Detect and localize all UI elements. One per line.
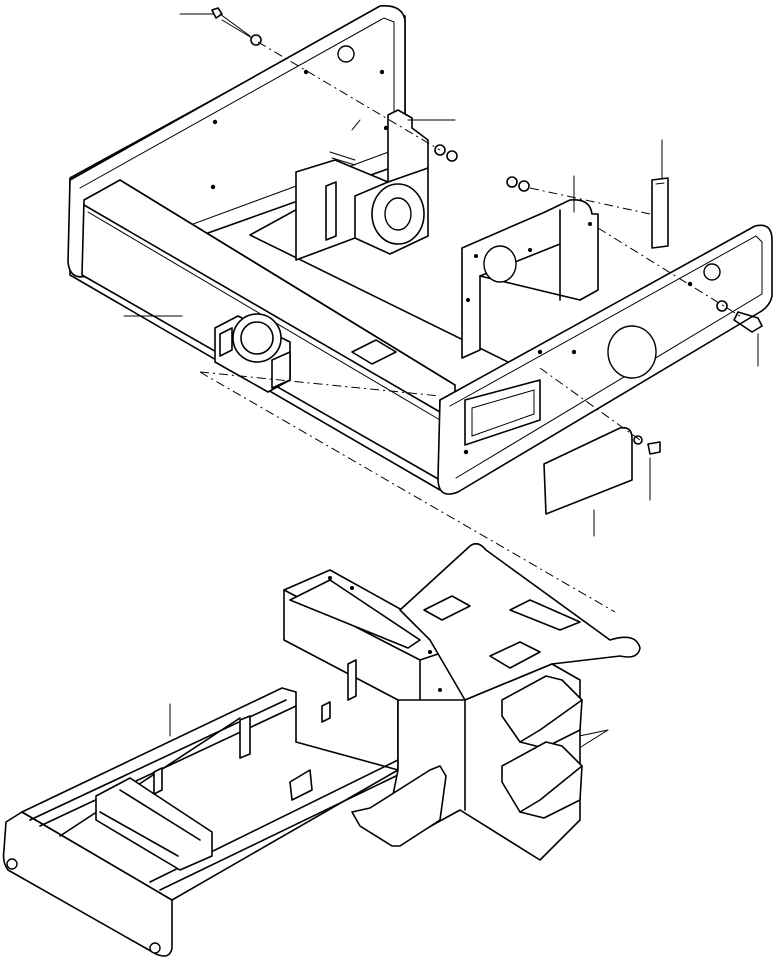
mount-bracket-left [295,109,429,261]
foot-step [351,765,447,847]
front-end-plate [2,811,173,957]
rear-frame-assembly [67,4,773,495]
main-frame-assembly [2,542,641,957]
cover-plate [543,426,633,515]
shim-plate [651,177,669,249]
duct-lower [501,741,583,819]
pivot-bearing [214,313,291,393]
assembly-centerlines [199,41,741,613]
frame-side-rail [21,687,399,901]
right-plate-large-hole [607,325,657,379]
frame-rear-plate [399,542,641,701]
mount-bracket-right [461,198,599,359]
end-plate-hole [337,45,355,63]
duct-upper [501,675,583,749]
right-plate-window [464,379,541,446]
right-plate-small-hole [703,263,721,281]
